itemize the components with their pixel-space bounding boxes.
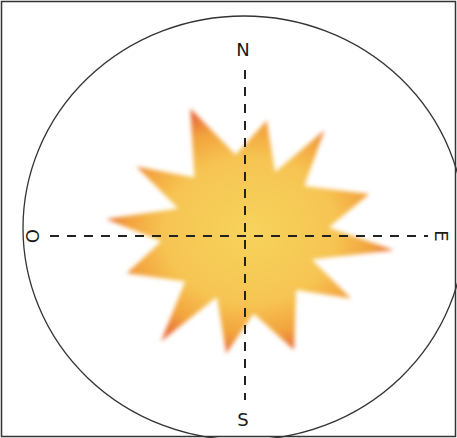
compass-circle: [23, 16, 457, 438]
west-label: O: [23, 229, 41, 243]
star-burst: [106, 108, 394, 353]
east-label: E: [432, 230, 450, 241]
south-label: S: [237, 411, 248, 429]
west-east-axis: [50, 235, 428, 237]
north-label: N: [236, 41, 249, 59]
